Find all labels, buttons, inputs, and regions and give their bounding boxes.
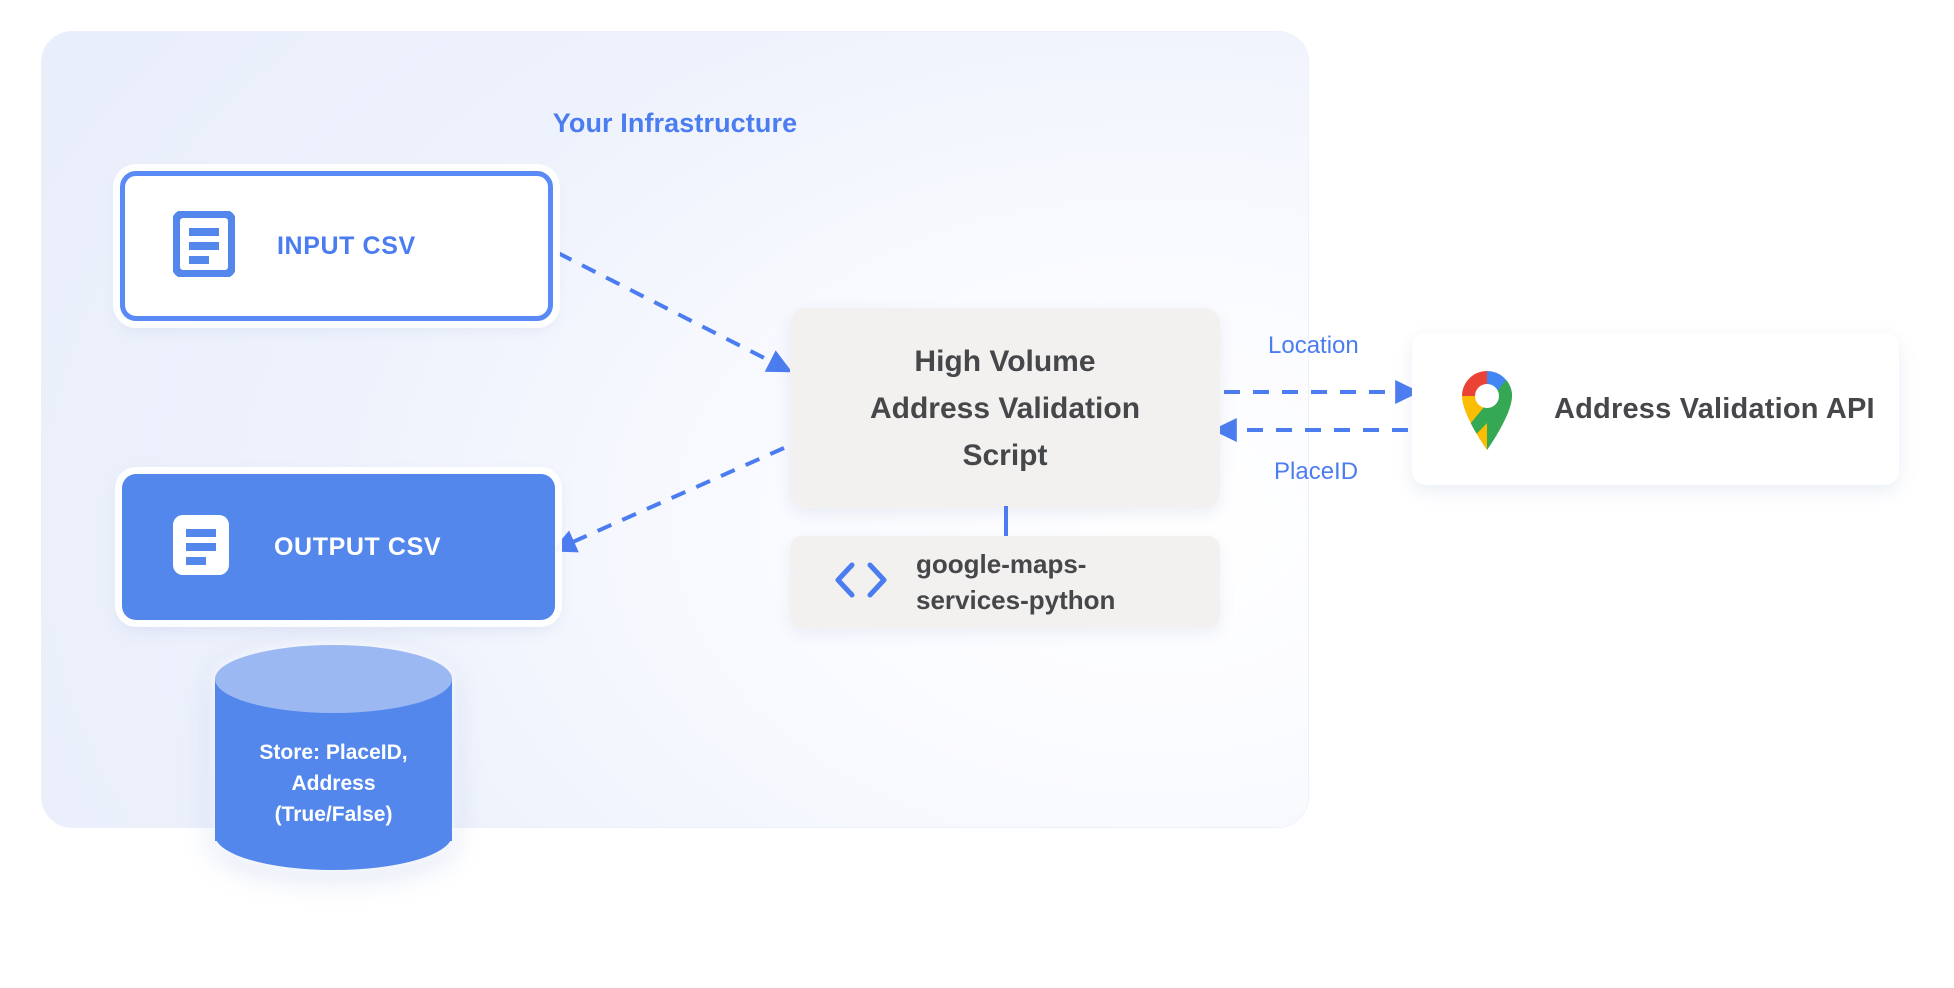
node-database[interactable]: Store: PlaceID, Address (True/False) [215, 645, 452, 873]
edge-label-location: Location [1268, 332, 1359, 359]
script-label-line-2: Address Validation [869, 391, 1141, 425]
edge-label-placeid: PlaceID [1274, 458, 1359, 485]
node-database-label: Store: PlaceID, Address (True/False) [215, 737, 452, 830]
node-client-library-label: google-maps- services-python [916, 546, 1115, 618]
infrastructure-title-wrap: Your Infrastructure [42, 32, 1308, 138]
node-client-library[interactable]: google-maps- services-python [790, 536, 1220, 628]
edge-script-to-library [1004, 506, 1008, 538]
node-address-validation-api[interactable]: Address Validation API [1412, 333, 1899, 485]
document-lines-icon [170, 512, 232, 583]
node-input-csv[interactable]: INPUT CSV [120, 171, 553, 321]
node-address-validation-api-label: Address Validation API [1554, 392, 1875, 425]
script-label-line-1: High Volume [914, 344, 1096, 378]
database-label-line-3: (True/False) [274, 803, 393, 826]
node-validation-script[interactable]: High Volume Address Validation Script [790, 308, 1220, 508]
node-input-csv-label: INPUT CSV [277, 231, 416, 260]
library-label-line-1: google-maps- [916, 549, 1087, 579]
node-output-csv-label: OUTPUT CSV [274, 532, 442, 561]
node-output-csv[interactable]: OUTPUT CSV [122, 474, 555, 620]
node-validation-script-label: High Volume Address Validation Script [870, 338, 1140, 479]
script-label-line-3: Script [962, 438, 1048, 472]
document-lines-icon [172, 209, 236, 282]
database-label-line-1: Store: PlaceID, [259, 741, 408, 764]
google-maps-pin-icon [1454, 363, 1520, 456]
infrastructure-title: Your Infrastructure [552, 108, 798, 138]
code-brackets-icon [832, 561, 890, 604]
database-cylinder-top [215, 645, 452, 713]
library-label-line-2: services-python [916, 585, 1116, 615]
database-label-line-2: Address [291, 772, 376, 795]
